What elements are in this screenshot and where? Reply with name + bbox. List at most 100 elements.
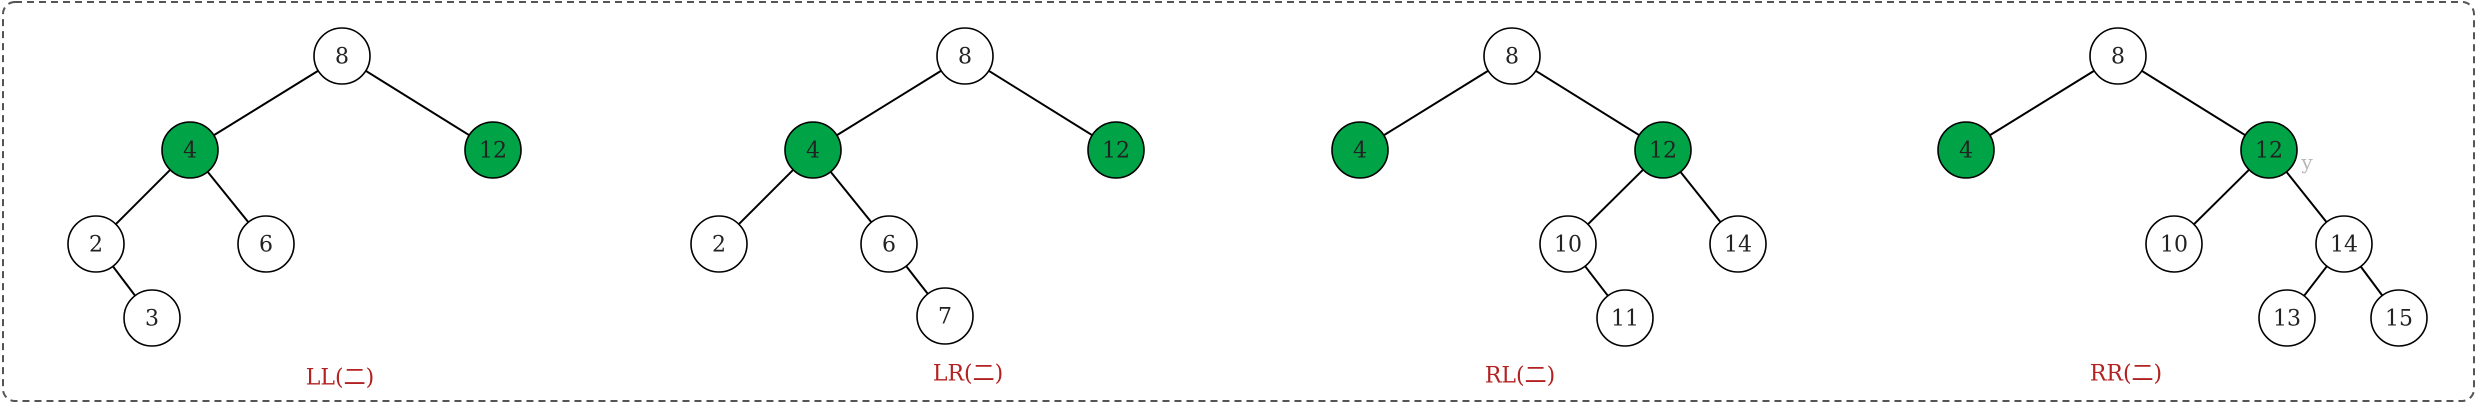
tree-node-13: 13	[2258, 289, 2316, 347]
tree-edge-n12-n14	[2285, 171, 2328, 223]
tree-node-2: 2	[690, 215, 748, 273]
node-label: 4	[1353, 139, 1367, 164]
node-label: 7	[938, 305, 952, 330]
node-circle	[2258, 289, 2316, 347]
node-label: 4	[806, 139, 820, 164]
tree-edge-n8-n4	[213, 69, 319, 137]
tree-edge-n8-n12	[365, 69, 470, 137]
node-circle	[690, 215, 748, 273]
tree-edge-n8-n12	[2141, 69, 2246, 137]
node-label: 2	[89, 233, 103, 258]
highlighted-node-circle	[1634, 121, 1692, 179]
tree-node-6: 6	[860, 215, 918, 273]
tree-node-12: 12	[1634, 121, 1692, 179]
tree-node-4: 4	[784, 121, 842, 179]
tree-node-10: 10	[2145, 215, 2203, 273]
node-circle	[2089, 27, 2147, 85]
tree-node-8: 8	[2089, 27, 2147, 85]
tree-node-12: 12	[1087, 121, 1145, 179]
node-label: 12	[479, 139, 507, 164]
node-label: 2	[712, 233, 726, 258]
tree-node-4: 4	[1331, 121, 1389, 179]
tree-node-11: 11	[1596, 289, 1654, 347]
highlighted-node-circle	[1937, 121, 1995, 179]
tree-edge-n8-n4	[1383, 69, 1489, 137]
tree-edge-n8-n4	[836, 69, 942, 137]
tree-node-14: 14	[1709, 215, 1767, 273]
node-label: 11	[1611, 307, 1639, 332]
diagram-caption: RL(二)	[1485, 364, 1555, 389]
tree-edge-n4-n2	[115, 169, 171, 225]
node-label: 14	[2330, 233, 2358, 258]
node-label: 12	[2255, 139, 2283, 164]
highlighted-node-circle	[161, 121, 219, 179]
node-label: 3	[145, 307, 159, 332]
node-circle	[2370, 289, 2428, 347]
diagram-caption: LR(二)	[933, 362, 1003, 387]
tree-edge-n4-n6	[206, 171, 250, 223]
tree-diagram-2: 8 4 12 2 6 7LR(二)	[690, 27, 1145, 387]
tree-edge-n8-n4	[1989, 69, 2095, 137]
node-label: 10	[2160, 233, 2188, 258]
node-label: 8	[1505, 45, 1519, 70]
tree-edge-n12-n10	[2193, 168, 2250, 226]
tree-node-10: 10	[1539, 215, 1597, 273]
tree-edge-n10-n11	[1584, 265, 1609, 297]
node-circle	[313, 27, 371, 85]
faint-annotation-text: y	[2300, 150, 2313, 174]
node-circle	[2145, 215, 2203, 273]
node-circle	[237, 215, 295, 273]
node-label: 8	[2111, 45, 2125, 70]
node-label: 14	[1724, 233, 1752, 258]
node-circle	[916, 287, 974, 345]
tree-node-6: 6	[237, 215, 295, 273]
tree-node-4: 4	[1937, 121, 1995, 179]
tree-edge-n14-n15	[2359, 265, 2384, 297]
node-label: 6	[259, 233, 273, 258]
tree-edge-n8-n12	[1535, 69, 1640, 137]
diagram-caption: LL(二)	[306, 366, 374, 391]
node-label: 4	[183, 139, 197, 164]
node-label: 8	[958, 45, 972, 70]
node-circle	[1483, 27, 1541, 85]
tree-edge-n2-n3	[112, 265, 136, 297]
highlighted-node-circle	[1331, 121, 1389, 179]
tree-node-8: 8	[1483, 27, 1541, 85]
node-label: 8	[335, 45, 349, 70]
node-label: 4	[1959, 139, 1973, 164]
node-label: 6	[882, 233, 896, 258]
node-circle	[860, 215, 918, 273]
tree-node-7: 7	[916, 287, 974, 345]
highlighted-node-circle	[464, 121, 522, 179]
highlighted-node-circle	[784, 121, 842, 179]
diagram-caption: RR(二)	[2090, 362, 2162, 387]
tree-edge-n8-n12	[988, 69, 1093, 137]
tree-edge-n6-n7	[905, 265, 929, 295]
tree-node-4: 4	[161, 121, 219, 179]
tree-edge-n14-n13	[2303, 265, 2328, 297]
tree-node-12: 12	[2240, 121, 2298, 179]
tree-node-2: 2	[67, 215, 125, 273]
tree-node-12: 12	[464, 121, 522, 179]
highlighted-node-circle	[1087, 121, 1145, 179]
node-circle	[67, 215, 125, 273]
node-circle	[2315, 215, 2373, 273]
node-label: 10	[1554, 233, 1582, 258]
tree-node-14: 14	[2315, 215, 2373, 273]
tree-diagram-1: 8 4 12 2 6 3LL(二)	[67, 27, 522, 391]
tree-edge-n4-n6	[829, 171, 873, 223]
tree-node-8: 8	[313, 27, 371, 85]
node-label: 12	[1649, 139, 1677, 164]
node-circle	[1709, 215, 1767, 273]
tree-edge-n12-n14	[1679, 171, 1722, 223]
tree-node-15: 15	[2370, 289, 2428, 347]
node-circle	[1596, 289, 1654, 347]
highlighted-node-circle	[2240, 121, 2298, 179]
tree-edge-n12-n10	[1587, 168, 1644, 226]
tree-node-8: 8	[936, 27, 994, 85]
node-circle	[123, 289, 181, 347]
node-label: 15	[2385, 307, 2413, 332]
